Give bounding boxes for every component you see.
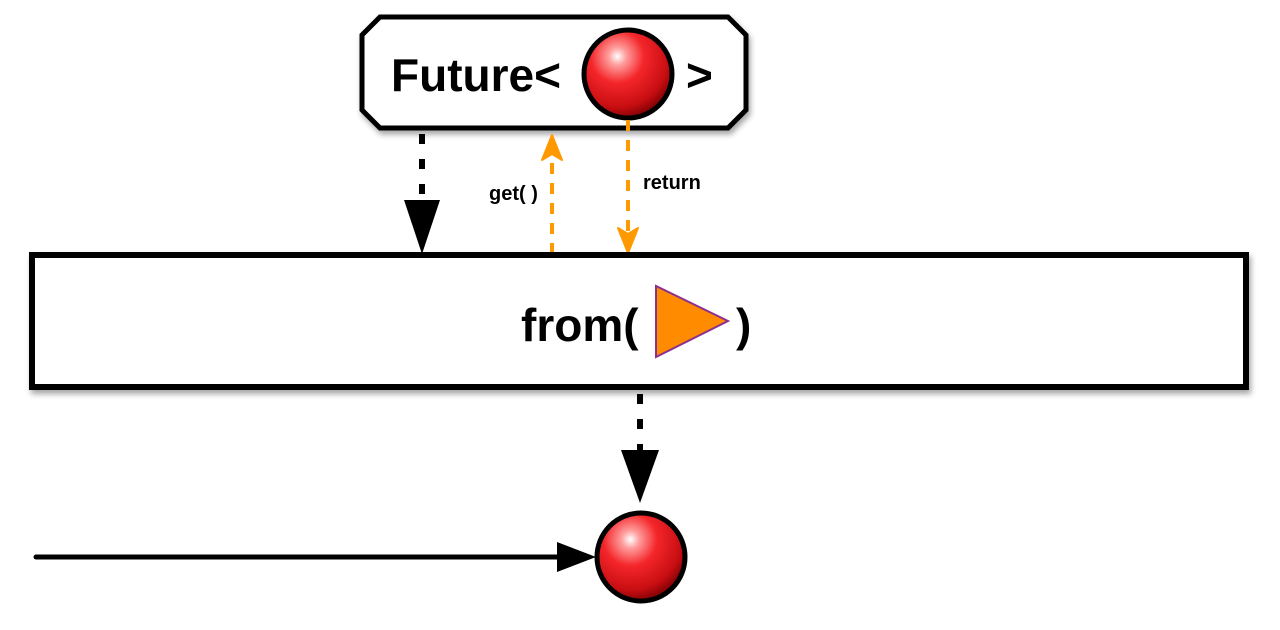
future-box-suffix-label: > [686, 49, 713, 101]
operator-box: from( ) [29, 252, 1249, 390]
output-timeline [33, 510, 688, 604]
emit-arrow [621, 394, 659, 503]
subscribe-arrow-head [404, 200, 440, 254]
return-label: return [643, 172, 701, 194]
output-marble-icon [594, 510, 688, 604]
get-label: get( ) [489, 183, 538, 205]
get-call-arrow: get( ) [489, 134, 563, 254]
future-box: Future< > [359, 14, 749, 131]
future-marble-icon [581, 27, 675, 121]
operator-box-outline [29, 252, 1249, 390]
subscribe-arrow [404, 134, 440, 254]
operator-prefix-label: from( [521, 299, 639, 351]
get-arrow-head [541, 134, 563, 161]
operator-suffix-label: ) [736, 299, 751, 351]
orange-triangle-icon [655, 284, 731, 359]
emit-arrow-head [621, 450, 659, 503]
future-box-prefix-label: Future< [391, 49, 561, 101]
timeline-arrow-head [557, 542, 596, 572]
return-call-arrow: return [617, 120, 701, 254]
return-arrow-head [617, 227, 639, 254]
